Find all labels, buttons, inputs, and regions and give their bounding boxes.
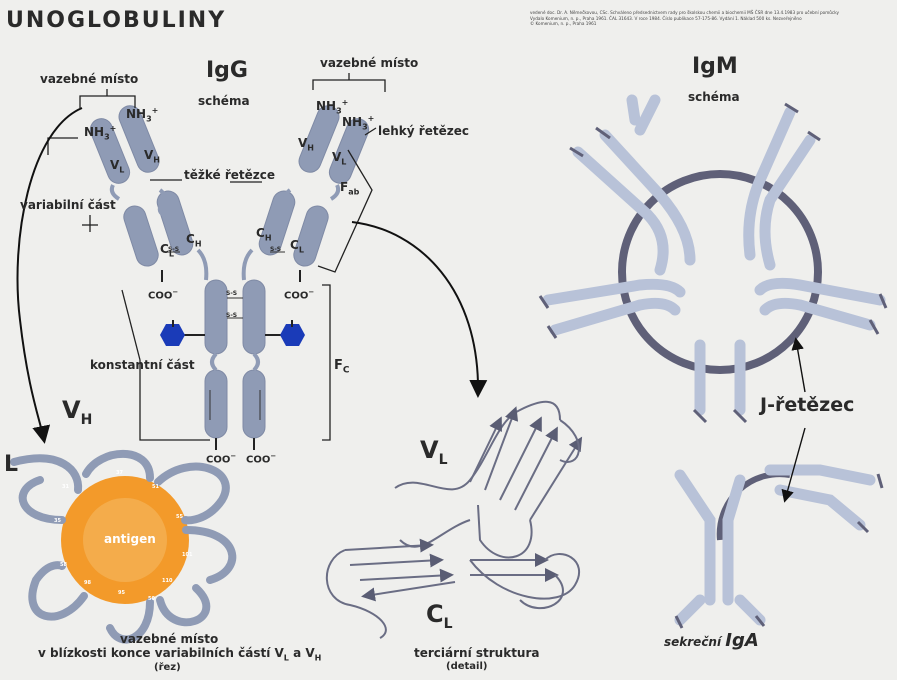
carbohydrate-hexagon-left — [160, 324, 185, 346]
igg-ch3-domain-right — [243, 370, 265, 438]
binding-site-label-right: vazebné místo — [320, 56, 418, 70]
iga-arms — [680, 470, 870, 620]
carbohydrate-hexagon-right — [280, 324, 305, 346]
vl-tertiary-label: VL — [420, 436, 448, 468]
disulfide-label: S-S — [270, 246, 281, 253]
residue-number: 110 — [162, 578, 172, 584]
constant-part-label: konstantní část — [90, 358, 195, 372]
tertiary-caption-1: terciární struktura — [414, 646, 539, 660]
igg-subtitle: schéma — [198, 94, 250, 108]
binding-caption-1: vazebné místo — [120, 632, 218, 646]
nh3-label-left-heavy: NH3+ — [126, 106, 158, 123]
fab-label: Fab — [340, 180, 359, 196]
j-chain-label: J-řetězec — [760, 394, 854, 416]
residue-number: 58 — [60, 562, 67, 568]
coo-label-left: COO− — [148, 288, 178, 301]
cl-label-right: CL — [290, 238, 304, 254]
residue-number: 101 — [182, 552, 192, 558]
cl-tertiary-label: CL — [426, 600, 453, 632]
vl-label-left: VL — [110, 158, 124, 174]
binding-caption-2: v blízkosti konce variabilních částí VL … — [38, 646, 321, 662]
residue-number: 50 — [148, 596, 155, 602]
binding-caption-3: (řez) — [154, 662, 181, 673]
residue-number: 55 — [176, 514, 183, 520]
disulfide-label: S-S — [168, 246, 179, 253]
vh-detail-label: VH — [62, 396, 92, 428]
residue-number: 35 — [54, 518, 61, 524]
residue-number: 51 — [152, 484, 159, 490]
vh-label-left: VH — [144, 148, 160, 164]
residue-number: 95 — [118, 590, 125, 596]
poster-title: UNOGLOBULINY — [6, 8, 226, 33]
variable-part-label: variabilní část — [20, 198, 116, 212]
arrow-to-tertiary-structure — [352, 222, 478, 394]
vl-label-right: VL — [332, 150, 346, 166]
coo-label-right: COO− — [284, 288, 314, 301]
coo-label-bottom-right: COO− — [246, 452, 276, 465]
header-line: © Komenium, n. p., Praha 1961 — [530, 21, 890, 27]
antigen-label: antigen — [104, 532, 156, 546]
disulfide-label: S-S — [226, 290, 237, 297]
nh3-label-left: NH3+ — [84, 124, 116, 141]
vh-label-right: VH — [298, 136, 314, 152]
j-chain-arrow-up — [796, 340, 805, 392]
igg-ch2-domain-left — [205, 280, 227, 354]
residue-number: 98 — [84, 580, 91, 586]
disulfide-label: S-S — [226, 312, 237, 319]
igg-ch3-domain-left — [205, 370, 227, 438]
igm-subtitle: schéma — [688, 90, 740, 104]
fc-label: FC — [334, 358, 350, 376]
coo-label-bottom-left: COO− — [206, 452, 236, 465]
header-line: vedené doc. Dr. A. Němečkovou, CSc. Schv… — [530, 10, 890, 16]
heavy-chains-label: těžké řetězce — [184, 168, 275, 182]
igm-arms — [548, 100, 880, 410]
residue-number: 31 — [62, 484, 69, 490]
igm-title: IgM — [692, 54, 738, 79]
iga-label: sekreční IgA — [664, 630, 759, 651]
nh3-label-right: NH3+ — [342, 114, 374, 131]
residue-number: 37 — [116, 470, 123, 476]
binding-site-label-left: vazebné místo — [40, 72, 138, 86]
l-detail-label: L — [4, 452, 18, 477]
igg-title: IgG — [206, 58, 248, 83]
igg-ch2-domain-right — [243, 280, 265, 354]
ch-label-left: CH — [186, 232, 202, 248]
nh3-label-right-heavy: NH3+ — [316, 98, 348, 115]
ch-label-right: CH — [256, 226, 272, 242]
j-chain-ring — [622, 174, 818, 370]
tertiary-caption-2: (detail) — [446, 661, 487, 672]
igg-cl-domain-right — [291, 203, 331, 269]
igg-cl-domain-left — [121, 203, 161, 269]
light-chain-label: lehký řetězec — [378, 124, 469, 138]
header-small-print: vedené doc. Dr. A. Němečkovou, CSc. Schv… — [530, 10, 890, 27]
tertiary-ribbons — [327, 402, 580, 638]
igm-tips — [540, 104, 886, 422]
arrow-to-binding-site — [18, 108, 82, 440]
